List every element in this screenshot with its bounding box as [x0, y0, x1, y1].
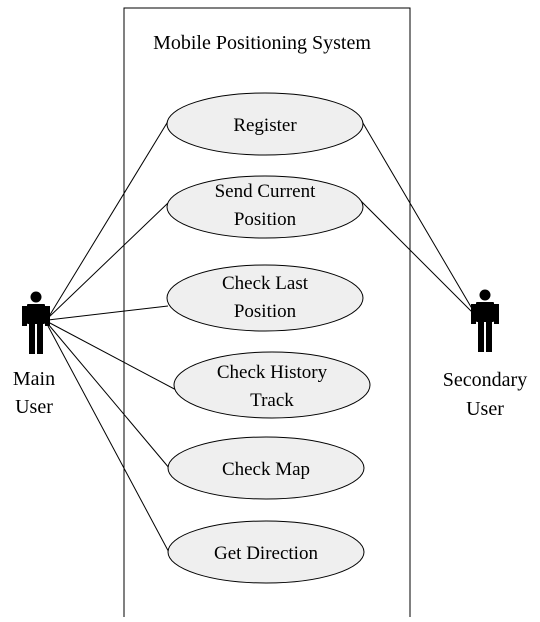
use-case-label: Check History	[217, 362, 328, 383]
assoc-main-check-last	[47, 305, 169, 321]
assoc-main-direction	[47, 325, 173, 559]
use-case-ellipse	[166, 175, 364, 239]
actor-label-line2: User	[15, 396, 53, 418]
use-case-label: Register	[233, 115, 297, 136]
assoc-main-map	[47, 323, 176, 476]
use-case-label: Send Current	[215, 181, 317, 202]
assoc-main-register	[47, 117, 171, 319]
use-case-ellipse	[166, 264, 364, 332]
use-case-label-line2: Position	[234, 209, 297, 230]
use-case-label: Check Last	[222, 273, 309, 294]
use-case-register[interactable]: Register	[166, 92, 364, 156]
use-case-label-line2: Track	[250, 390, 294, 411]
assoc-main-history	[47, 321, 181, 393]
actor-main-user[interactable]: Main User	[13, 291, 55, 419]
use-case-ellipse	[166, 92, 364, 156]
stick-figure-icon	[471, 289, 499, 352]
stick-figure-icon	[22, 291, 50, 354]
actor-label: Secondary	[443, 369, 527, 391]
use-case-send-current-position[interactable]: Send Current Position	[166, 175, 364, 239]
use-case-label-line2: Position	[234, 301, 297, 322]
use-case-ellipse	[173, 351, 371, 419]
system-title: Mobile Positioning System	[153, 32, 371, 54]
actor-label: Main	[13, 368, 55, 390]
use-case-label: Check Map	[222, 459, 310, 480]
actor-label-line2: User	[466, 398, 504, 420]
assoc-secondary-send-position	[359, 199, 475, 315]
use-case-get-direction[interactable]: Get Direction	[167, 520, 365, 584]
use-case-ellipse	[167, 520, 365, 584]
use-case-label: Get Direction	[214, 543, 318, 564]
assoc-secondary-register	[359, 117, 475, 313]
actor-secondary-user[interactable]: Secondary User	[443, 289, 527, 421]
assoc-main-send-position	[47, 202, 169, 319]
secondary-user-associations	[359, 117, 475, 315]
main-user-associations	[47, 117, 181, 559]
use-case-ellipse	[167, 436, 365, 500]
use-case-check-history-track[interactable]: Check History Track	[173, 351, 371, 419]
use-case-check-map[interactable]: Check Map	[167, 436, 365, 500]
use-case-check-last-position[interactable]: Check Last Position	[166, 264, 364, 332]
